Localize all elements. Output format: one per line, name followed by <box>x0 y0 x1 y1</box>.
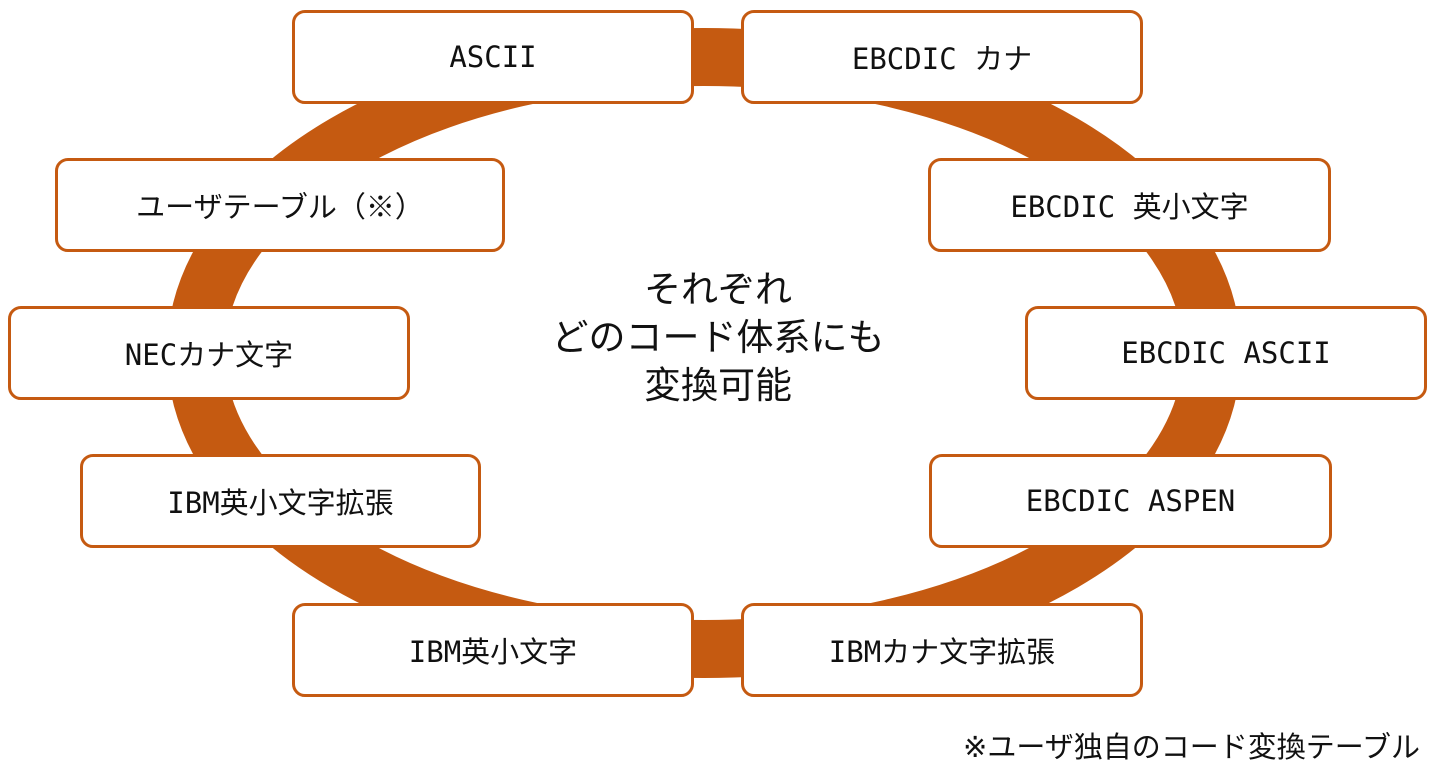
node-nec-kana: NECカナ文字 <box>8 306 410 400</box>
node-ebcdic-ascii: EBCDIC ASCII <box>1025 306 1427 400</box>
node-ebcdic-lowercase: EBCDIC 英小文字 <box>928 158 1331 252</box>
center-caption: それぞれ どのコード体系にも 変換可能 <box>468 266 968 410</box>
node-ebcdic-aspen: EBCDIC ASPEN <box>929 454 1332 548</box>
footnote: ※ユーザ独自のコード変換テーブル <box>963 730 1420 764</box>
node-ibm-lowercase-ext: IBM英小文字拡張 <box>80 454 481 548</box>
node-ascii: ASCII <box>292 10 694 104</box>
node-user-table: ユーザテーブル（※） <box>55 158 505 252</box>
node-ibm-kana-ext: IBMカナ文字拡張 <box>741 603 1143 697</box>
center-line-2: どのコード体系にも <box>551 316 885 359</box>
node-ebcdic-kana: EBCDIC カナ <box>741 10 1143 104</box>
node-ibm-lowercase: IBM英小文字 <box>292 603 694 697</box>
center-line-1: それぞれ <box>644 268 792 311</box>
center-line-3: 変換可能 <box>644 364 792 407</box>
